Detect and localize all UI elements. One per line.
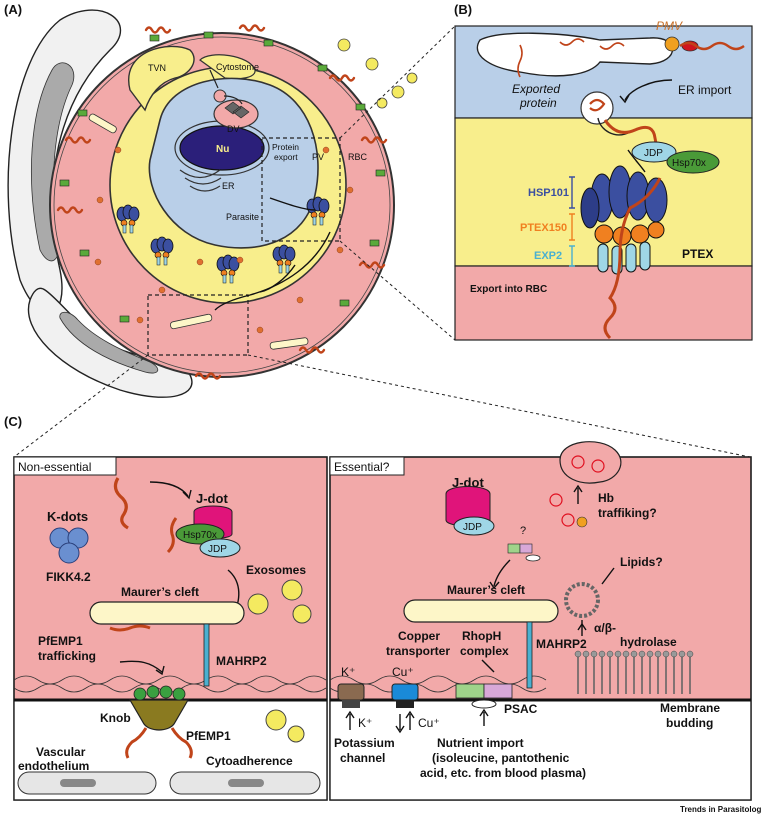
lipid-vesicle (564, 582, 600, 618)
label-er-import: ER import (678, 83, 732, 97)
label-psac: PSAC (504, 702, 538, 716)
label-k-top: K⁺ (341, 665, 355, 679)
zoom-box-b (261, 137, 341, 242)
kdots-cluster (49, 527, 89, 564)
label-exported-1: Exported (512, 82, 560, 96)
exosome-vesicles (247, 579, 312, 743)
label-export-into-rbc: Export into RBC (470, 284, 547, 295)
label-rhoph-1: RhopH (462, 629, 501, 643)
panel-a: TVN Cytostome DV Nu Protein export ER Pa… (7, 9, 418, 398)
label-er: ER (222, 181, 235, 191)
label-mahrp2-left: MAHRP2 (216, 654, 267, 668)
left-box-title: Non-essential (18, 460, 91, 474)
label-lipids: Lipids? (620, 555, 663, 569)
panel-b-label: (B) (454, 2, 472, 17)
label-ptex: PTEX (682, 247, 713, 261)
label-cytostome: Cytostome (216, 62, 259, 72)
label-hb-1: Hb (598, 491, 614, 505)
nucleus (179, 125, 265, 171)
label-hsp70x-left: Hsp70x (183, 530, 217, 541)
mahrp2-tether-left (203, 623, 210, 687)
label-exported-2: protein (519, 96, 557, 110)
exported-protein-vesicle (580, 91, 614, 125)
hemoglobin-tangles (549, 455, 605, 527)
label-nucleus: Nu (216, 144, 229, 155)
label-ptex150: PTEX150 (520, 222, 567, 234)
label-nutrient-1: Nutrient import (437, 736, 524, 750)
membrane-bilayer (577, 654, 691, 694)
label-jdp-left: JDP (208, 544, 227, 555)
potassium-channel (337, 683, 365, 701)
label-protein-export-2: export (274, 152, 298, 162)
label-pmv: PMV (656, 19, 683, 33)
label-hydrolase-1: α/β- (594, 621, 616, 635)
label-exp2: EXP2 (534, 250, 562, 262)
label-fikk: FIKK4.2 (46, 570, 91, 584)
right-box-title: Essential? (334, 460, 390, 474)
zoom-box-c (147, 294, 249, 356)
tvn-extension (127, 45, 195, 112)
endoplasmic-reticulum (179, 169, 222, 192)
mahrp2-tether-right (526, 621, 533, 689)
ptex-complex (580, 165, 668, 275)
label-protein-export-1: Protein (272, 142, 299, 152)
label-potassium-1: Potassium (334, 736, 395, 750)
label-exosomes: Exosomes (246, 563, 306, 577)
label-hsp101: HSP101 (528, 187, 569, 199)
label-cytoadherence: Cytoadherence (206, 754, 293, 768)
label-vascular-1: Vascular (36, 745, 86, 759)
label-question: ? (520, 525, 526, 537)
knob (128, 699, 190, 731)
label-membrane-2: budding (666, 716, 713, 730)
label-nutrient-2: (isoleucine, pantothenic (432, 751, 570, 765)
copper-transporter (391, 683, 419, 701)
label-pfemp-traf-2: trafficking (38, 649, 96, 663)
label-potassium-2: channel (340, 751, 385, 765)
label-maurers-right: Maurer’s cleft (447, 583, 525, 597)
label-pfemp-traf-1: PfEMP1 (38, 634, 83, 648)
label-pfemp1: PfEMP1 (186, 729, 231, 743)
panel-c: Non-essential Essential? J-dot Hsp70x JD… (13, 441, 752, 801)
rhoph-complex-part-1 (455, 683, 485, 699)
label-jdp-b: JDP (644, 148, 663, 159)
label-knob: Knob (100, 711, 131, 725)
maurers-cleft-right (403, 599, 559, 623)
label-hsp70x-b: Hsp70x (672, 158, 706, 169)
label-mahrp2-right: MAHRP2 (536, 637, 587, 651)
panel-b: PMV ER import Exported protein JDP Hsp70… (454, 19, 753, 341)
label-jdot-right: J-dot (452, 475, 484, 490)
pmv-protease (664, 36, 680, 52)
label-jdot-left: J-dot (196, 491, 228, 506)
label-copper-1: Copper (398, 629, 440, 643)
label-k-bottom: K⁺ (358, 716, 372, 730)
label-vascular-2: endothelium (18, 759, 89, 773)
maurers-cleft-left (89, 601, 245, 625)
journal-footer: Trends in Parasitology (680, 805, 761, 814)
label-membrane-1: Membrane (660, 701, 720, 715)
panel-c-label: (C) (4, 414, 22, 429)
panel-a-label: (A) (4, 2, 22, 17)
psac (471, 699, 497, 709)
label-hydrolase-2: hydrolase (620, 635, 677, 649)
label-kdots: K-dots (47, 509, 88, 524)
label-cu-top: Cu⁺ (392, 665, 414, 679)
label-rbc: RBC (348, 152, 368, 162)
label-pv: PV (312, 152, 324, 162)
label-parasite: Parasite (226, 212, 259, 222)
label-dv: DV (227, 124, 240, 134)
rhoph-complex-part-2 (483, 683, 513, 699)
label-nutrient-3: acid, etc. from blood plasma) (420, 766, 586, 780)
label-tvn: TVN (148, 63, 166, 73)
label-maurers-left: Maurer’s cleft (121, 585, 199, 599)
label-hb-2: traffiking? (598, 506, 657, 520)
label-rhoph-2: complex (460, 644, 509, 658)
er-lumen (476, 32, 674, 77)
label-jdp-right: JDP (463, 522, 482, 533)
label-cu-bottom: Cu⁺ (418, 716, 440, 730)
label-copper-2: transporter (386, 644, 450, 658)
